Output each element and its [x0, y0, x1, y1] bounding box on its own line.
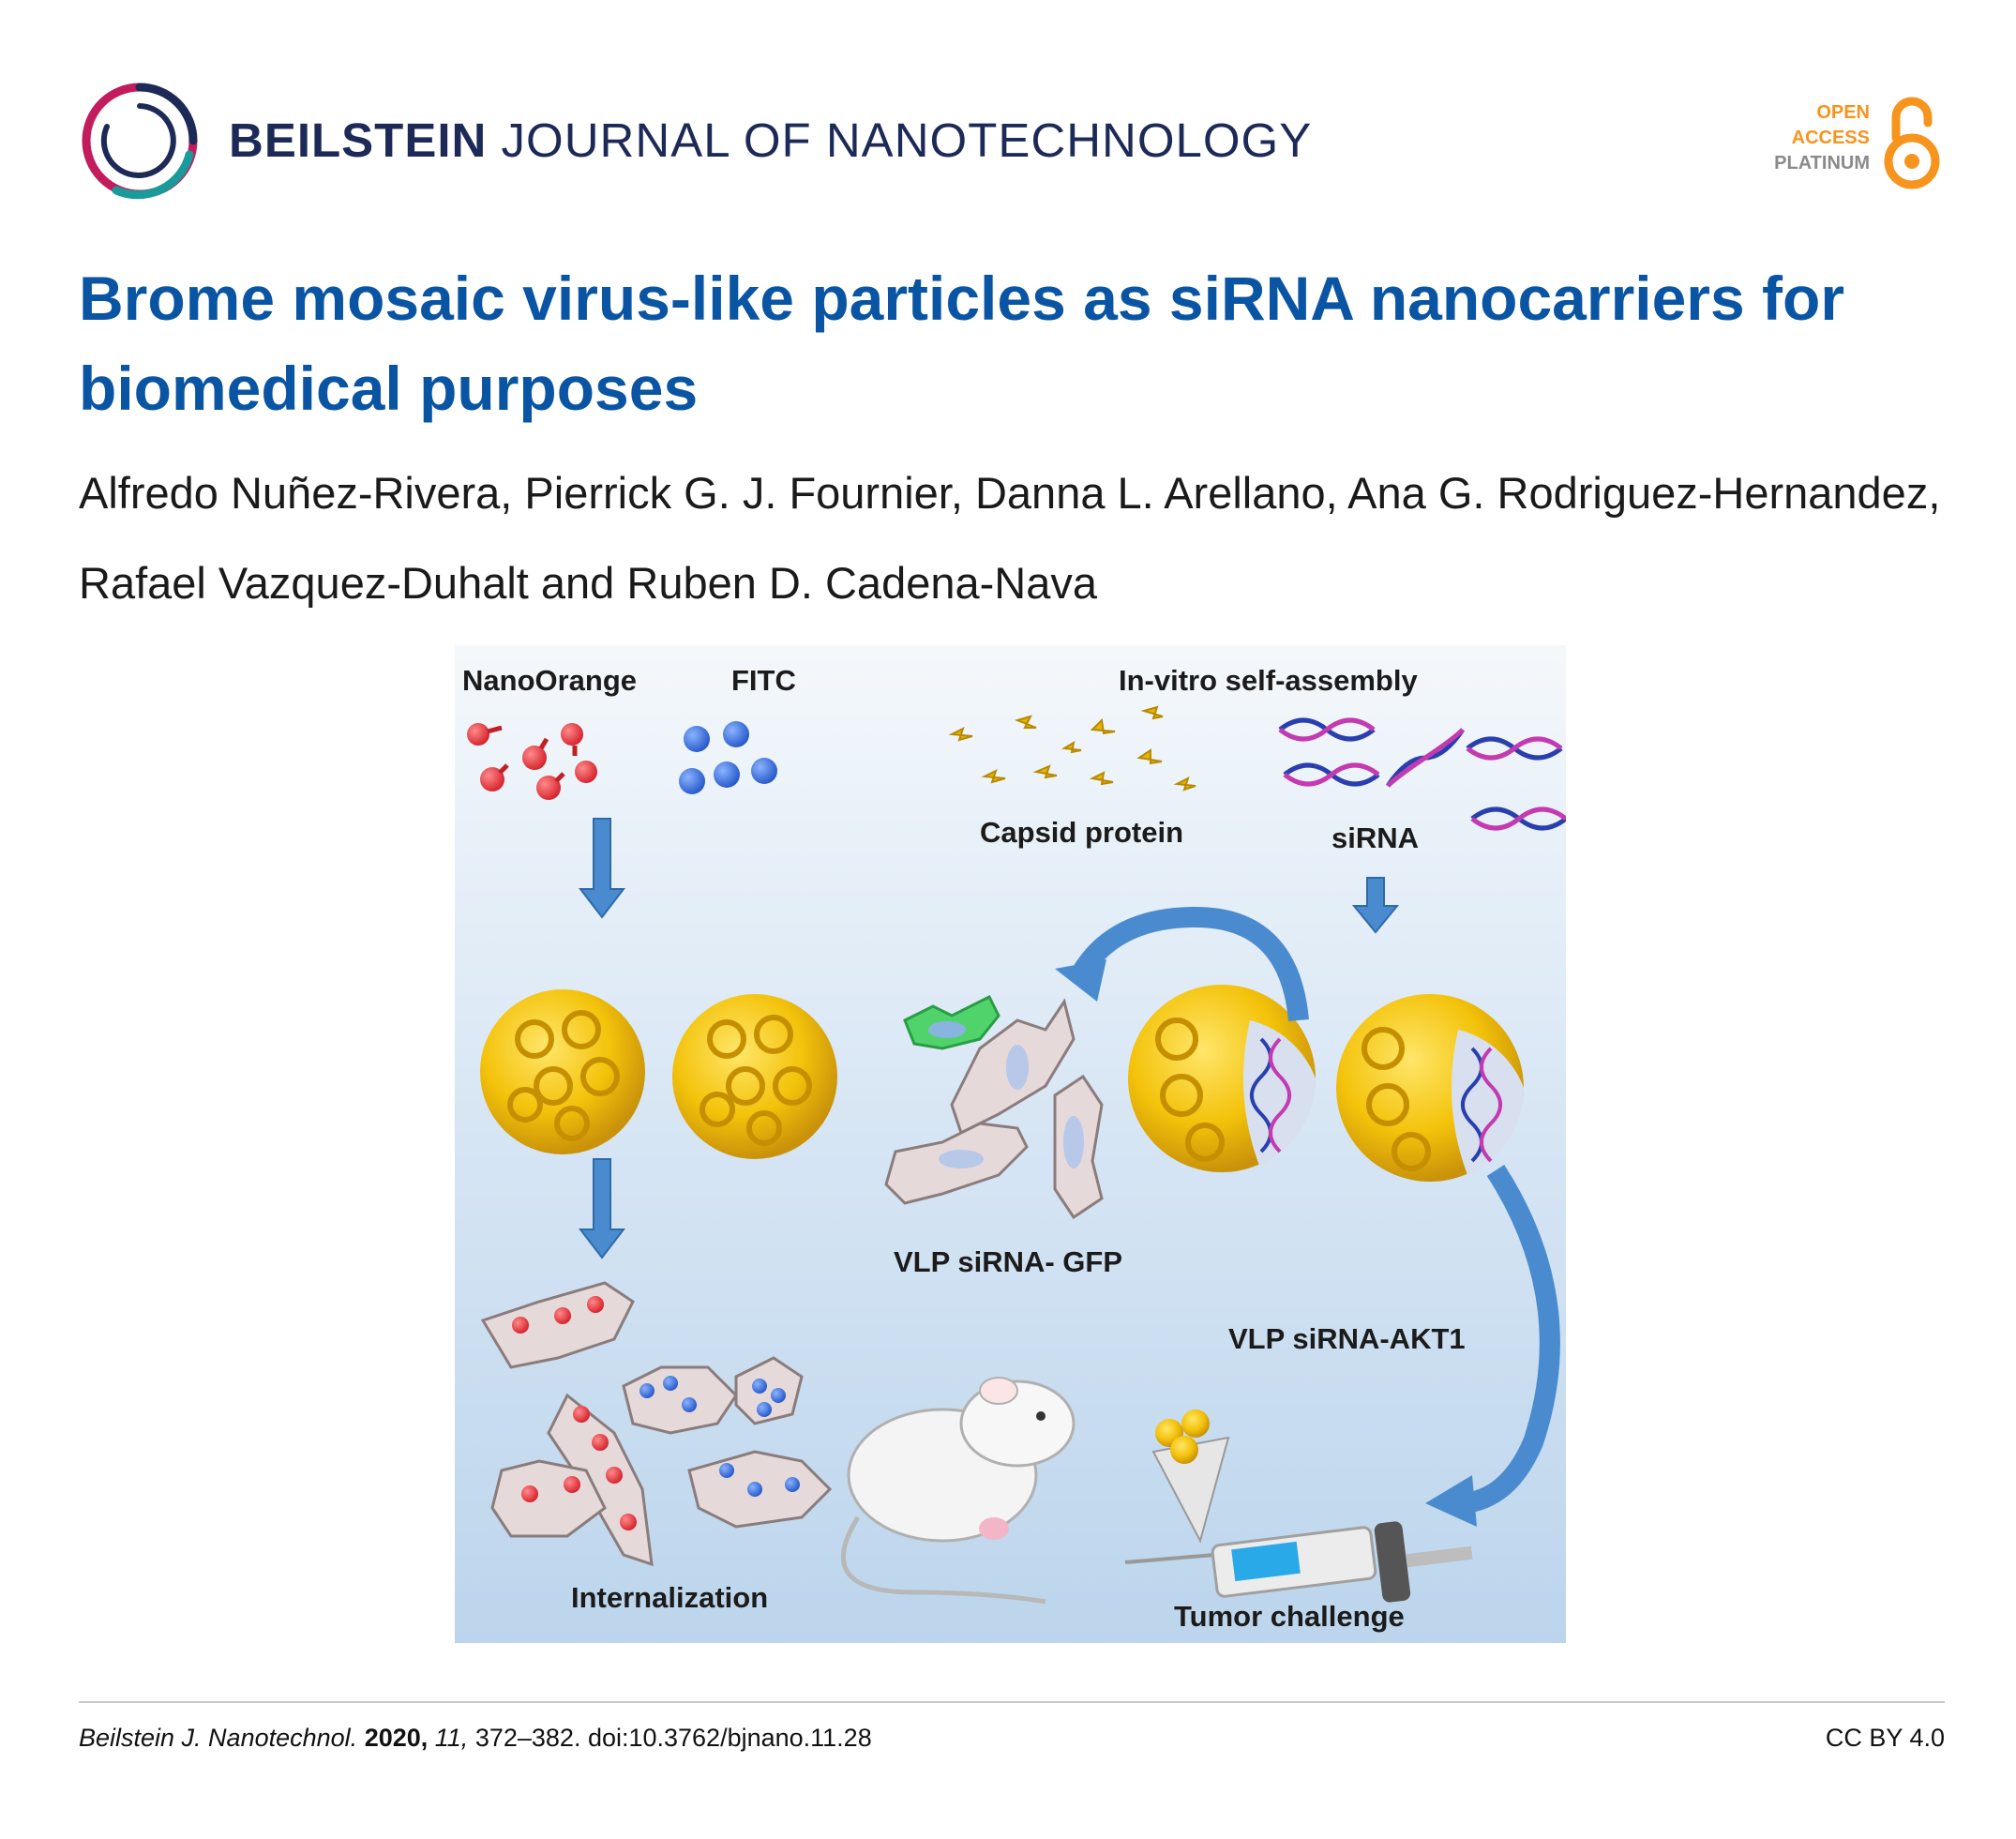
oa-open: OPEN: [1816, 102, 1870, 123]
cell-icon: [884, 994, 1104, 1220]
article-authors: Alfredo Nuñez-Rivera, Pierrick G. J. Fou…: [79, 468, 1941, 608]
label-fitc: FITC: [731, 664, 796, 697]
citation-doi[interactable]: 372–382. doi:10.3762/bjnano.11.28: [474, 1724, 872, 1752]
journal-name[interactable]: BEILSTEIN JOURNAL OF NANOTECHNOLOGY: [229, 113, 1312, 168]
label-sirna: siRNA: [1331, 822, 1420, 854]
label-vlp-sirna-akt1: VLP siRNA-AKT1: [1228, 1322, 1466, 1355]
loaded-vlp-particle-icon: [1128, 985, 1525, 1182]
particle-cone-icon: [1151, 1409, 1230, 1544]
open-access-lock-icon: [1884, 97, 1940, 189]
fitc-beads-icon: [679, 721, 777, 794]
journal-name-bold: BEILSTEIN: [229, 113, 488, 167]
journal-name-rest: JOURNAL OF NANOTECHNOLOGY: [501, 113, 1313, 167]
nanoorange-beads-icon: [467, 723, 597, 800]
syringe-icon: [1124, 1521, 1473, 1603]
down-arrow-icon: [578, 818, 1400, 1259]
citation-volume: 11,: [434, 1724, 469, 1752]
citation-year: 2020,: [364, 1724, 429, 1752]
curved-arrow-head-icon: [1055, 959, 1477, 1527]
citation[interactable]: Beilstein J. Nanotechnol. 2020, 11, 372–…: [79, 1724, 872, 1753]
sirna-helix-icon: [1278, 717, 1566, 831]
label-capsid-protein: Capsid protein: [980, 816, 1184, 849]
oa-access: ACCESS: [1791, 128, 1870, 148]
oa-platinum: PLATINUM: [1774, 153, 1870, 173]
footer-divider: [79, 1701, 1945, 1703]
capsid-protein-icon: [948, 705, 1196, 791]
mouse-icon: [840, 1377, 1076, 1605]
license[interactable]: CC BY 4.0: [1825, 1724, 1945, 1752]
vlp-particle-icon: [480, 989, 837, 1159]
open-access-badge: OPEN ACCESS PLATINUM: [1757, 91, 1945, 194]
figure-illustration: [467, 705, 1566, 1605]
curved-arrow-icon: [1069, 906, 1560, 1515]
journal-header: BEILSTEIN JOURNAL OF NANOTECHNOLOGY OPEN…: [79, 80, 1945, 202]
label-self-assembly: In-vitro self-assembly: [1119, 664, 1418, 697]
beilstein-logo-icon: [82, 83, 198, 200]
citation-journal: Beilstein J. Nanotechnol.: [79, 1724, 358, 1752]
label-internalization: Internalization: [571, 1581, 769, 1614]
label-vlp-sirna-gfp: VLP siRNA- GFP: [894, 1245, 1123, 1278]
label-tumor-challenge: Tumor challenge: [1174, 1600, 1405, 1633]
article-title[interactable]: Brome mosaic virus-like particles as siR…: [79, 264, 1844, 423]
label-nanoorange: NanoOrange: [462, 664, 638, 697]
internalized-cell-icon: [480, 1281, 833, 1567]
graphical-abstract: NanoOrange FITC In-vitro self-assembly C…: [455, 645, 1566, 1643]
